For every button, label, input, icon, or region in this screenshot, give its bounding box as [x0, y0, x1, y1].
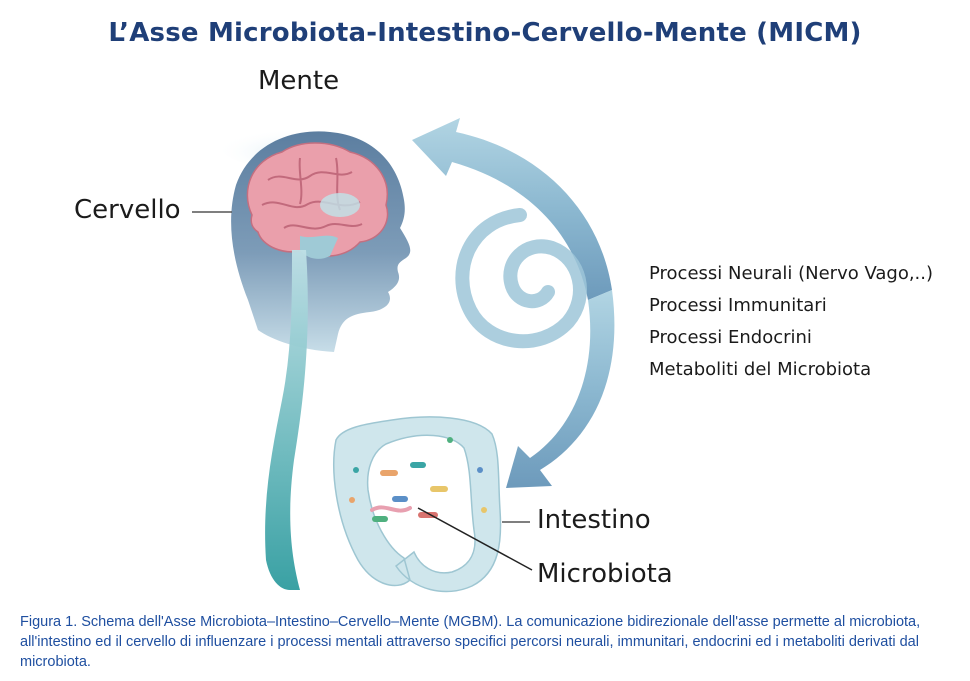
intestine-icon — [333, 416, 502, 593]
process-item: Processi Neurali (Nervo Vago,..) — [649, 263, 934, 284]
label-microbiota: Microbiota — [537, 559, 673, 589]
process-item: Processi Endocrini — [649, 327, 812, 348]
spine-icon — [265, 250, 308, 590]
arrow-top-icon — [412, 118, 612, 300]
process-item: Processi Immunitari — [649, 295, 827, 316]
diagram-title: L’Asse Microbiota-Intestino-Cervello-Men… — [108, 18, 862, 48]
spiral-arrow-icon — [455, 208, 587, 349]
arrow-bottom-icon — [506, 290, 615, 488]
label-gut: Intestino — [537, 505, 651, 535]
process-list: Processi Neurali (Nervo Vago,..) Process… — [649, 258, 933, 386]
microbiota-leader-line — [417, 507, 533, 571]
label-brain: Cervello — [74, 195, 181, 225]
figure-caption: Figura 1. Schema dell'Asse Microbiota–In… — [20, 614, 921, 670]
brain-icon — [246, 142, 389, 259]
bacteria-icon — [349, 437, 487, 522]
label-mind: Mente — [258, 66, 340, 96]
process-item: Metaboliti del Microbiota — [649, 359, 872, 380]
